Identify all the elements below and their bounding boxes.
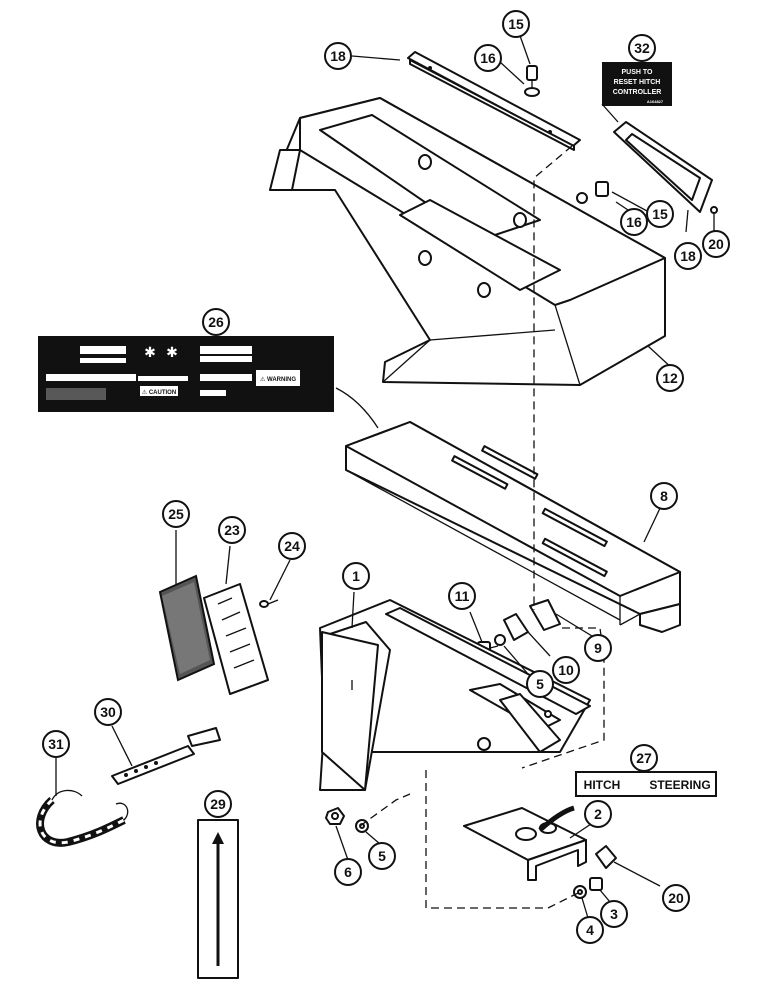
svg-text:5: 5 bbox=[536, 676, 544, 692]
part-25-pad bbox=[158, 574, 216, 682]
part-8-frame bbox=[345, 421, 681, 633]
svg-text:6: 6 bbox=[344, 864, 352, 880]
callout-31: 31 bbox=[42, 730, 70, 758]
decal-32-line-1: PUSH TO bbox=[622, 69, 654, 76]
callout-10: 10 bbox=[552, 656, 580, 684]
decal-32-line-3: CONTROLLER bbox=[613, 89, 662, 96]
svg-text:5: 5 bbox=[378, 848, 386, 864]
svg-text:32: 32 bbox=[634, 40, 650, 56]
callout-15-top: 15 bbox=[502, 10, 530, 38]
callout-2: 2 bbox=[584, 800, 612, 828]
svg-text:4: 4 bbox=[586, 922, 594, 938]
svg-text:11: 11 bbox=[455, 588, 470, 604]
part-6-nut bbox=[325, 807, 345, 825]
svg-text:20: 20 bbox=[668, 890, 684, 906]
svg-text:8: 8 bbox=[660, 488, 668, 504]
part-4-washer bbox=[573, 885, 587, 899]
callout-5-upper: 5 bbox=[526, 670, 554, 698]
callout-32: 32 bbox=[628, 34, 656, 62]
decal-27-steering: STEERING bbox=[649, 778, 710, 792]
svg-text:16: 16 bbox=[480, 50, 496, 66]
svg-text:✱: ✱ bbox=[144, 344, 156, 360]
svg-text:9: 9 bbox=[594, 640, 602, 656]
svg-text:26: 26 bbox=[208, 314, 224, 330]
callout-26: 26 bbox=[202, 308, 230, 336]
callout-24: 24 bbox=[278, 532, 306, 560]
decal-32-line-2: RESET HITCH bbox=[614, 79, 661, 86]
svg-text:20: 20 bbox=[708, 236, 724, 252]
decal-32-code: A164827 bbox=[647, 99, 664, 104]
svg-text:1: 1 bbox=[352, 568, 360, 584]
part-19-clip bbox=[595, 845, 617, 869]
callout-12: 12 bbox=[656, 364, 684, 392]
part-3-bolt bbox=[589, 877, 603, 891]
callout-6: 6 bbox=[334, 858, 362, 886]
callout-16-top: 16 bbox=[474, 44, 502, 72]
callout-4: 4 bbox=[576, 916, 604, 944]
part-2-bracket bbox=[463, 807, 587, 881]
svg-text:29: 29 bbox=[210, 796, 226, 812]
decal-26-warning: ⚠ WARNING bbox=[260, 376, 296, 383]
callout-9: 9 bbox=[584, 634, 612, 662]
callout-16-right: 16 bbox=[620, 208, 648, 236]
callout-15-right: 15 bbox=[646, 200, 674, 228]
callout-23: 23 bbox=[218, 516, 246, 544]
svg-text:16: 16 bbox=[626, 214, 642, 230]
callout-25: 25 bbox=[162, 500, 190, 528]
bolt-15-top bbox=[524, 65, 540, 97]
part-29-rod bbox=[197, 819, 239, 979]
callout-29: 29 bbox=[204, 790, 232, 818]
svg-text:27: 27 bbox=[636, 750, 652, 766]
callout-20: 20 bbox=[702, 230, 730, 258]
svg-text:3: 3 bbox=[610, 906, 618, 922]
callout-8: 8 bbox=[650, 482, 678, 510]
decal-26-panel: ✱ ✱ ⚠ WARNING ⚠ CAUTION bbox=[38, 336, 379, 429]
part-30-strap bbox=[111, 727, 221, 785]
decal-27: HITCH STEERING bbox=[538, 771, 717, 832]
decal-27-hitch: HITCH bbox=[584, 778, 621, 792]
svg-text:✱: ✱ bbox=[166, 344, 178, 360]
part-18-gasket bbox=[613, 121, 718, 214]
callout-18: 18 bbox=[674, 242, 702, 270]
callout-19: 20 bbox=[662, 884, 690, 912]
svg-text:2: 2 bbox=[594, 806, 602, 822]
decal-32: PUSH TO RESET HITCH CONTROLLER A164827 bbox=[602, 62, 672, 106]
callout-1: 1 bbox=[342, 562, 370, 590]
bolt-15-right bbox=[576, 181, 609, 204]
svg-text:15: 15 bbox=[508, 16, 524, 32]
part-23-plate bbox=[203, 583, 269, 695]
callout-11: 11 bbox=[448, 582, 476, 610]
part-31-bungee bbox=[36, 789, 129, 847]
svg-text:25: 25 bbox=[168, 506, 184, 522]
svg-text:23: 23 bbox=[224, 522, 240, 538]
svg-text:12: 12 bbox=[662, 370, 678, 386]
part-17-plate bbox=[407, 51, 581, 151]
svg-text:18: 18 bbox=[330, 48, 346, 64]
svg-text:15: 15 bbox=[652, 206, 668, 222]
part-9-bracket bbox=[529, 599, 561, 631]
part-12-console-cover bbox=[269, 97, 666, 386]
svg-text:24: 24 bbox=[284, 538, 300, 554]
svg-text:10: 10 bbox=[558, 662, 574, 678]
part-24-screw bbox=[259, 599, 279, 608]
part-10-clip bbox=[503, 613, 529, 641]
decal-26-caution: ⚠ CAUTION bbox=[142, 389, 176, 396]
leader-lines bbox=[55, 29, 715, 919]
callout-27: 27 bbox=[630, 744, 658, 772]
callout-5-lower: 5 bbox=[368, 842, 396, 870]
svg-text:18: 18 bbox=[680, 248, 696, 264]
callout-17: 18 bbox=[324, 42, 352, 70]
callout-3: 3 bbox=[600, 900, 628, 928]
svg-text:30: 30 bbox=[100, 704, 116, 720]
svg-text:31: 31 bbox=[48, 736, 64, 752]
callout-30: 30 bbox=[94, 698, 122, 726]
